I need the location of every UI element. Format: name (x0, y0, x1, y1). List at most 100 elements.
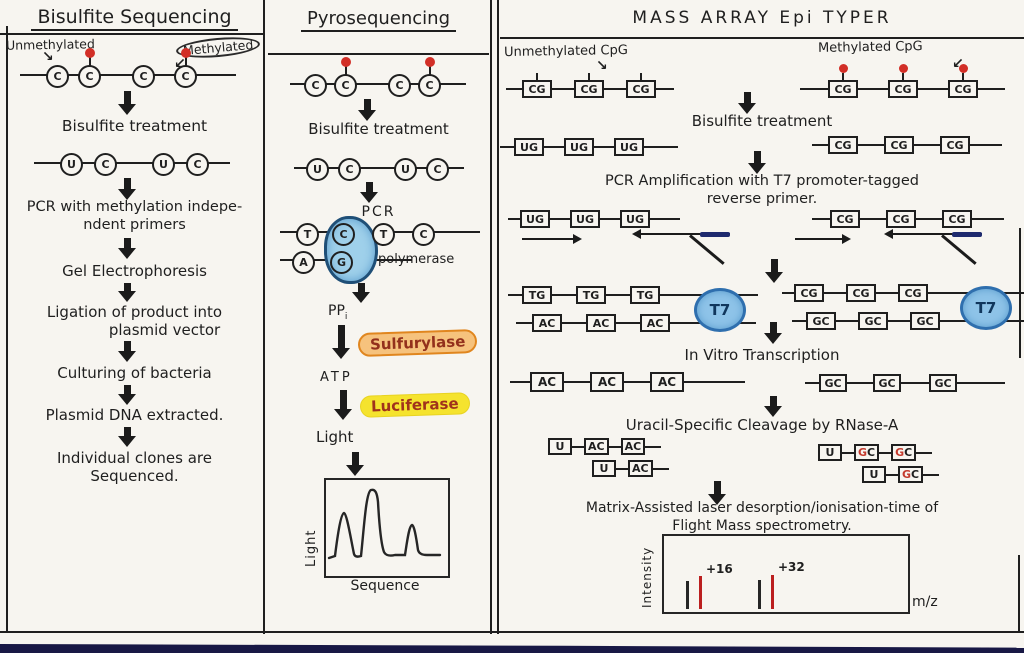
base-u: U (306, 158, 329, 181)
arrow-to-methylated-c-icon: ↙ (174, 56, 186, 72)
pyrosequencing-panel: Pyrosequencing C C C C Bisulfite treatme… (268, 0, 489, 632)
gc-site: GC (929, 374, 957, 392)
panel-title-text: Pyrosequencing (300, 8, 457, 32)
base-u: U (394, 158, 417, 181)
gc-site: GC (819, 374, 847, 392)
mass-shift-label-16: +16 (706, 562, 733, 576)
tg-site: TG (576, 286, 606, 304)
step-in-vitro-transcription: In Vitro Transcription (684, 346, 840, 364)
dna-strand-methylated: C C C C (20, 48, 236, 88)
base-u: U (152, 153, 175, 176)
t7-tagged-reverse-primer-icon (632, 228, 730, 265)
methyl-mark-icon (424, 57, 435, 67)
spectrum-peak-black (686, 581, 689, 609)
ug-site: UG (570, 210, 600, 228)
page-left-border (6, 26, 8, 632)
base-a: A (292, 251, 315, 274)
cg-site-methylated: CG (828, 64, 858, 98)
cg-site-methylated: CG (888, 64, 918, 98)
down-arrow-icon (118, 341, 136, 362)
down-arrow-icon (765, 259, 783, 283)
converted-strand: UG UG UG (508, 210, 680, 228)
base-u: U (60, 153, 83, 176)
down-arrow-icon (346, 452, 364, 476)
cg-site: CG (626, 73, 656, 98)
step-clones-line1: Individual clones are (57, 449, 212, 467)
base-g: G (330, 251, 353, 274)
luciferase-badge: Luciferase (359, 392, 470, 418)
cg-site: CG (830, 210, 860, 228)
massarray-epityper-panel: MASS ARRAY Epi TYPER Unmethylated CpG ↘ … (500, 0, 1024, 632)
panel-title-bisulfite: Bisulfite Sequencing (6, 6, 263, 31)
methylated-strand: CG CG CG (800, 64, 1005, 98)
step-bisulfite-treatment: Bisulfite treatment (691, 112, 833, 130)
duplex-bottom-strand: AC AC AC (516, 314, 756, 332)
dna-strand-methylated: C C C C (290, 57, 466, 97)
tg-site: TG (522, 286, 552, 304)
notebook-edge (0, 644, 1024, 653)
frag-ac: AC (584, 438, 609, 455)
ug-site: UG (514, 138, 544, 156)
cg-site: CG (886, 210, 916, 228)
frag-ac: AC (628, 460, 653, 477)
mass-spectrum-chart: +16 +32 (662, 534, 910, 614)
frag-u: U (862, 466, 886, 483)
ug-site: UG (520, 210, 550, 228)
cg-site: CG (942, 210, 972, 228)
pyrogram-xlabel: Sequence (350, 578, 420, 594)
base-c-methylated: C (78, 48, 101, 88)
base-t: T (372, 223, 395, 246)
step-maldi-line1: Matrix-Assisted laser desorption/ionisat… (585, 500, 939, 516)
page-right-border (1018, 555, 1020, 633)
step-pcr-amplification-line2: reverse primer. (706, 191, 818, 207)
page-right-border (1019, 228, 1021, 358)
base-c-methylated: C (418, 57, 441, 97)
step-maldi-line2: Flight Mass spectrometry. (672, 518, 852, 534)
base-c-methylated: C (334, 57, 357, 97)
header-divider-line (268, 53, 489, 55)
methyl-mark-icon (898, 64, 908, 73)
protected-strand: CG CG CG (812, 210, 1004, 228)
frag-ac: AC (620, 438, 646, 455)
spectrum-peak-black (758, 580, 761, 609)
bisulfite-sequencing-panel: Bisulfite Sequencing Unmethylated ↘ Meth… (0, 0, 264, 632)
panel-title-text: Bisulfite Sequencing (31, 6, 238, 31)
methyl-mark-icon (84, 48, 95, 58)
methyl-mark-icon (180, 48, 191, 58)
ac-site: AC (640, 314, 670, 332)
down-arrow-icon (118, 178, 136, 200)
panel-title-pyrosequencing: Pyrosequencing (268, 8, 489, 32)
step-pcr-line2: ndent primers (83, 217, 186, 233)
ug-site: UG (614, 138, 644, 156)
cleavage-fragment: U AC (592, 460, 669, 477)
protected-strand: CG CG CG (812, 136, 1002, 154)
step-gel-electrophoresis: Gel Electrophoresis (62, 262, 207, 280)
panel-divider-line (497, 0, 499, 634)
down-arrow-icon (118, 91, 136, 115)
ac-site: AC (650, 372, 684, 392)
transcript-strand: GC GC GC (805, 374, 1005, 392)
base-t: T (296, 223, 319, 246)
ac-site: AC (590, 372, 624, 392)
header-divider-line (500, 37, 1024, 39)
unmethylated-strand: CG CG CG (506, 73, 674, 98)
methyl-mark-icon (838, 64, 848, 73)
converted-strand: UG UG UG (500, 138, 678, 156)
down-arrow-icon (360, 182, 378, 203)
transcript-strand: AC AC AC (510, 372, 745, 392)
frag-u: U (818, 444, 842, 461)
down-arrow-icon (708, 481, 726, 505)
down-arrow-icon (764, 396, 782, 417)
arrow-to-unmethylated-strand-icon: ↘ (596, 58, 608, 74)
t7-promoter-badge: T7 (960, 286, 1012, 330)
base-c: C (132, 65, 155, 88)
spectrum-peak-red (699, 576, 702, 609)
t7-tagged-reverse-primer-icon (884, 228, 982, 265)
step-plasmid-extracted: Plasmid DNA extracted. (45, 406, 224, 424)
light-label: Light (316, 428, 354, 446)
arrow-to-methylated-strand-icon: ↙ (952, 56, 964, 72)
